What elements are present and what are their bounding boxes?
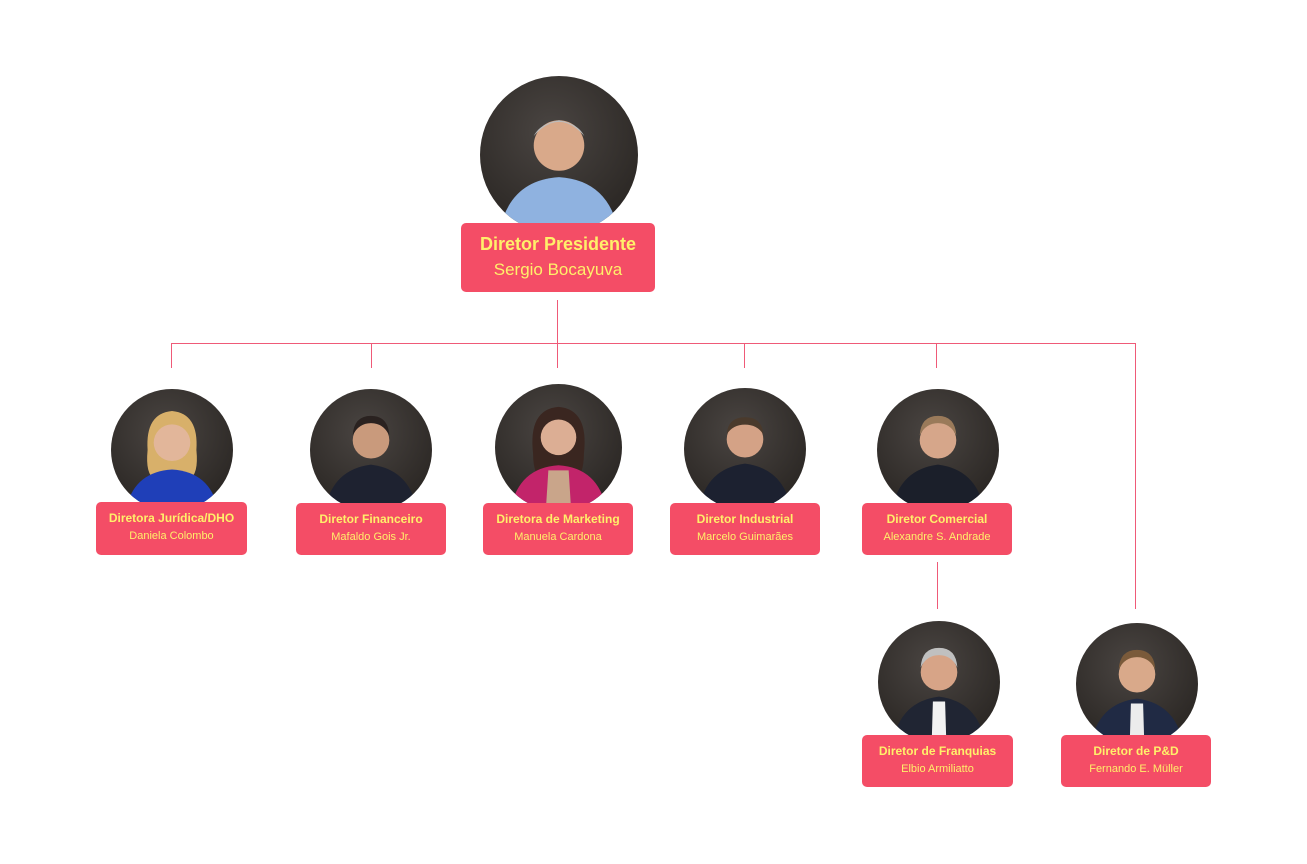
- role-title: Diretor de Franquias: [878, 744, 997, 758]
- person-name: Fernando E. Müller: [1089, 763, 1183, 775]
- person-name: Manuela Cardona: [514, 531, 602, 543]
- avatar: [684, 388, 806, 510]
- role-title: Diretor de P&D: [1093, 744, 1179, 758]
- org-label: Diretor de P&D Fernando E. Müller: [1061, 735, 1211, 787]
- connector-line: [557, 343, 558, 368]
- connector-line: [744, 343, 745, 368]
- avatar: [1076, 623, 1198, 745]
- person-name: Mafaldo Gois Jr.: [331, 531, 411, 543]
- connector-line: [937, 562, 938, 609]
- role-title: Diretora Jurídica/DHO: [108, 511, 235, 525]
- avatar: [480, 76, 638, 234]
- org-label: Diretor de Franquias Elbio Armiliatto: [862, 735, 1013, 787]
- avatar: [495, 384, 622, 511]
- avatar: [310, 389, 432, 511]
- avatar: [878, 621, 1000, 743]
- role-title: Diretor Comercial: [886, 512, 988, 526]
- org-label: Diretora Jurídica/DHO Daniela Colombo: [96, 502, 247, 555]
- person-name: Daniela Colombo: [129, 530, 214, 542]
- connector-line: [171, 343, 172, 368]
- connector-line: [936, 343, 937, 368]
- connector-line: [171, 343, 1136, 344]
- role-title: Diretora de Marketing: [496, 512, 620, 526]
- avatar: [111, 389, 233, 511]
- person-name: Alexandre S. Andrade: [883, 531, 991, 543]
- person-name: Elbio Armiliatto: [901, 763, 974, 775]
- role-title: Diretor Industrial: [696, 512, 794, 526]
- role-title: Diretor Financeiro: [319, 512, 423, 526]
- connector-line: [371, 343, 372, 368]
- connector-line: [557, 300, 558, 343]
- org-label: Diretor Industrial Marcelo Guimarães: [670, 503, 820, 555]
- org-label: Diretora de Marketing Manuela Cardona: [483, 503, 633, 555]
- avatar: [877, 389, 999, 511]
- org-label: Diretor Financeiro Mafaldo Gois Jr.: [296, 503, 446, 555]
- connector-line: [1135, 343, 1136, 609]
- org-label: Diretor Comercial Alexandre S. Andrade: [862, 503, 1012, 555]
- role-title: Diretor Presidente: [479, 234, 637, 254]
- person-name: Marcelo Guimarães: [697, 531, 793, 543]
- person-name: Sergio Bocayuva: [493, 260, 623, 279]
- org-label: Diretor Presidente Sergio Bocayuva: [461, 223, 655, 292]
